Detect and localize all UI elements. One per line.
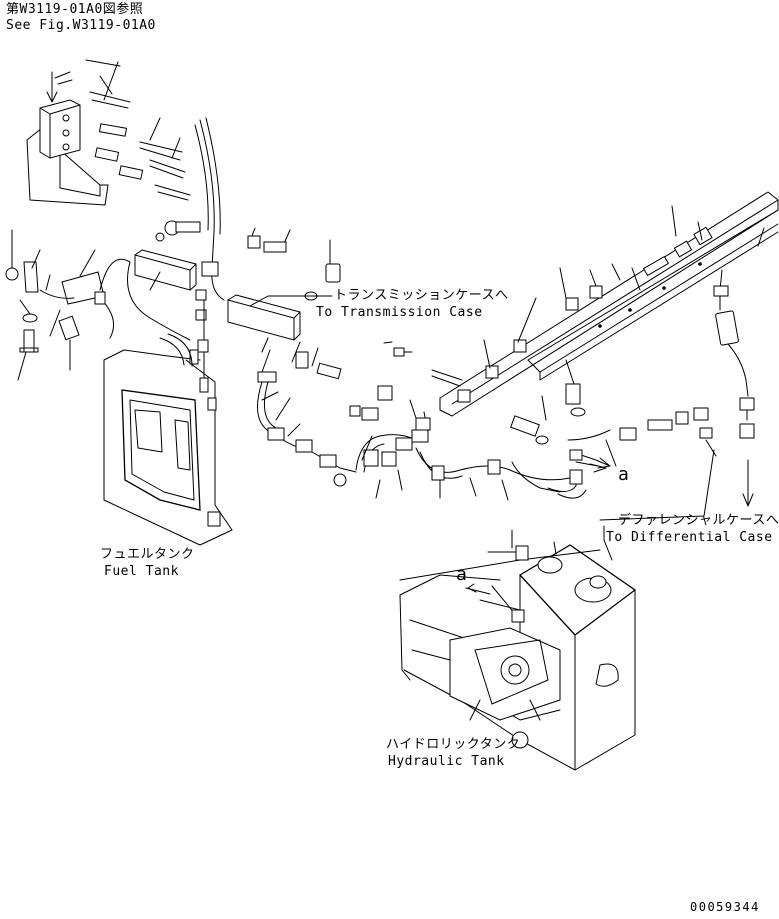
hydraulic-tank-label-en: Hydraulic Tank [388,754,505,769]
fuel-tank-label-jp: フュエルタンク [100,547,195,562]
callout-leaders [249,295,715,561]
hose-protectors [127,249,301,353]
reference-jp: 第W3119-01A0図参照 [6,2,144,17]
central-hose-route [349,341,587,501]
frame-rail [439,191,779,417]
hydraulic-tank-label-jp: ハイドロリックタンク [386,737,521,752]
differential-label-jp: デファレンシャルケースへ [618,513,779,528]
marker-a-arrow: a [618,464,630,485]
transmission-label-en: To Transmission Case [316,305,483,320]
drawing-number: 00059344 [690,900,760,914]
differential-label-en: To Differential Case [606,530,773,545]
mid-brackets [361,399,431,461]
left-clamp-parts [5,229,131,381]
transmission-label-jp: トランスミッションケースへ [334,288,509,303]
fuel-tank-label-en: Fuel Tank [104,564,179,579]
hydraulic-tank [399,529,637,771]
fuel-tank [103,289,233,546]
differential-line [510,269,755,507]
upper-fittings-and-hoses [85,59,225,301]
valve-block-assembly [26,71,109,206]
middle-clamp-cluster [247,227,357,487]
marker-a-tank: a [456,564,468,585]
reference-en: See Fig.W3119-01A0 [6,18,156,33]
